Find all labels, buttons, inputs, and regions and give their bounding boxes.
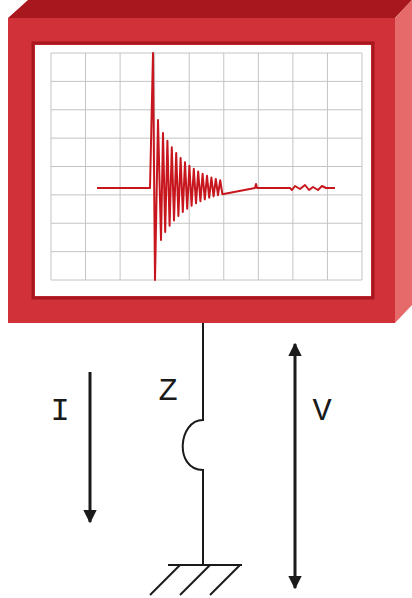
housing-side: [395, 0, 412, 323]
housing-front: [8, 18, 395, 323]
housing-top: [8, 0, 412, 18]
screen-grid: [51, 53, 362, 280]
current-label: I: [50, 396, 69, 428]
voltage-label: V: [312, 396, 331, 428]
waveform: [97, 53, 335, 280]
impedance-label: Z: [158, 376, 177, 408]
screen: [35, 45, 371, 296]
impedance-symbol: [183, 323, 203, 565]
voltage-arrow: [294, 344, 297, 588]
screen-bezel: [33, 43, 373, 298]
ground-symbol: [150, 565, 242, 595]
current-arrow: [89, 372, 92, 522]
